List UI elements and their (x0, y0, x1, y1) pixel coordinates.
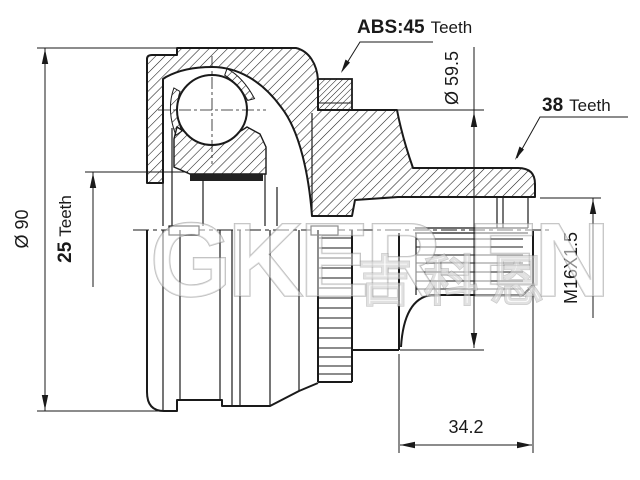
arrow-up-icon (89, 173, 97, 188)
arrow-up-icon (470, 112, 478, 127)
stub-shaft-upper-detail (415, 197, 529, 234)
ball-bearing (158, 56, 266, 164)
dimension-stub-length: 34.2 (398, 286, 534, 453)
spline-thread-lines (416, 238, 523, 290)
stub-shaft (352, 231, 534, 351)
abs-ring-external (317, 230, 353, 383)
bore-center-bar-left (168, 225, 200, 236)
arrow-right-icon (517, 441, 532, 449)
flange-fillet (400, 294, 432, 348)
arrow-up-icon (589, 199, 597, 214)
shaft-lower-profile (431, 231, 534, 296)
dimension-ring-seat-diameter: Ø 59.5 (397, 47, 484, 351)
dimension-inner-spline-teeth: 25Teeth (55, 171, 188, 287)
leader-arrow-icon (515, 146, 524, 160)
dimension-thread-spec: M16X1.5 (540, 197, 601, 318)
thread-spec-label: M16X1.5 (561, 232, 581, 304)
arrow-down-icon (41, 395, 49, 410)
inner-spline-teeth-label: 25Teeth (55, 195, 76, 263)
bell-section (146, 47, 536, 217)
abs-ring-block (317, 78, 353, 111)
watermark-cjk-text: 吉科恩 (358, 252, 556, 312)
arrow-down-icon (470, 333, 478, 348)
abs-ring-teeth-lines (319, 237, 351, 375)
leader-arrow-icon (341, 59, 350, 73)
bore-center-bar-right (310, 225, 339, 236)
arrow-up-icon (41, 49, 49, 64)
dia-90-label: Ø 90 (12, 209, 32, 248)
bell-feature-lines (162, 230, 300, 410)
dimension-bell-outer-diameter: Ø 90 (12, 47, 178, 412)
stub-length-label: 34.2 (448, 417, 483, 437)
watermark: GKER-EN 吉科恩 (149, 201, 611, 320)
dia-59-5-label: Ø 59.5 (442, 51, 462, 105)
watermark-latin-text: GKER-EN (150, 202, 606, 319)
hub-bore-lines (162, 113, 339, 236)
inner-spline-band (190, 174, 263, 181)
arrow-left-icon (400, 441, 415, 449)
bell-body-hatched (146, 47, 536, 217)
abs-ring-section (317, 78, 353, 111)
